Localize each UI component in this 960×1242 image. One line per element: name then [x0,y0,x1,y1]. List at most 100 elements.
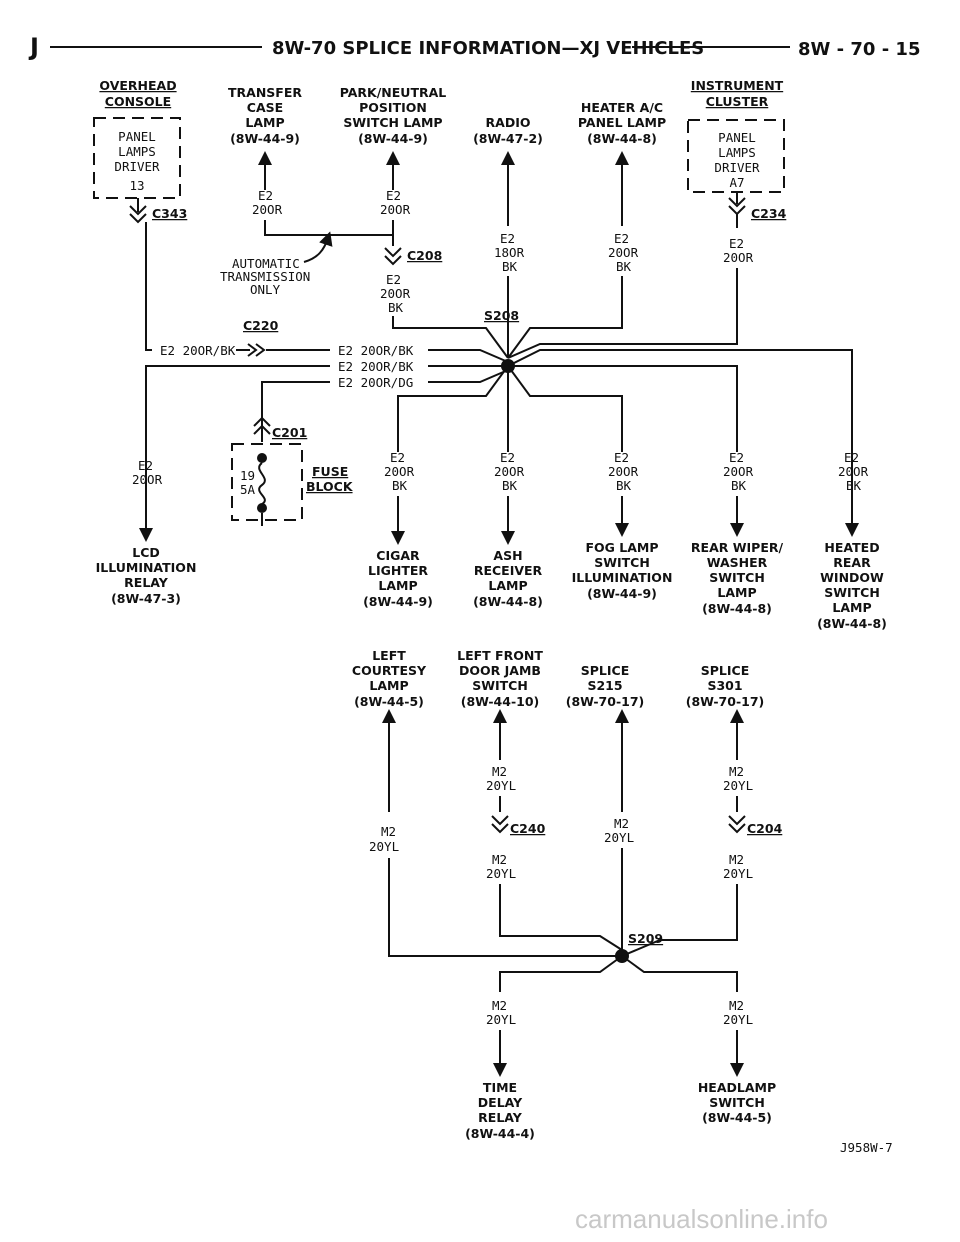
splice-s301-label-1: SPLICE [701,663,750,678]
lcd-wire-color: 20OR [132,472,163,487]
park-neutral-label-2: POSITION [359,100,427,115]
s209-to-time-delay-wire [499,955,623,992]
splice-s215-label-1: SPLICE [581,663,630,678]
bus-1-wire [428,349,509,363]
courtesy-wire-code: M2 [381,824,396,839]
figure-id: J958W-7 [840,1140,893,1155]
wiper-label-3: SWITCH [709,570,765,585]
overhead-box-text-2: LAMPS [118,144,156,159]
transfer-to-park-wire [264,220,393,236]
overhead-box-text-4: 13 [129,178,144,193]
connector-c204-label: C204 [747,821,783,836]
fog-label-3: ILLUMINATION [572,570,673,585]
courtesy-wire-color: 20YL [369,839,399,854]
park-neutral-label-3: SWITCH LAMP [343,115,442,130]
park-down-wire-code: E2 [386,272,401,287]
bus-3-label: E2 20OR/DG [338,375,413,390]
fuse-rating: 5A [240,482,256,497]
transfer-case-label-2: CASE [247,100,283,115]
ash-wire-color: 20OR [494,464,525,479]
connector-c220-symbol [236,343,266,357]
heated-label-1: HEATED [824,540,879,555]
fog-wire-code: E2 [614,450,629,465]
cluster-to-s208-wire [507,268,738,359]
transfer-wire-code: E2 [258,188,273,203]
splice-s301-label-3: (8W-70-17) [686,694,765,709]
heater-ac-label-1: HEATER A/C [581,100,663,115]
page-header: J 8W-70 SPLICE INFORMATION—XJ VEHICLES 8… [28,33,920,61]
overhead-box-text-1: PANEL [118,129,156,144]
header-title: 8W-70 SPLICE INFORMATION—XJ VEHICLES [272,38,704,59]
heater-wire-code: E2 [614,231,629,246]
transfer-case-label-3: LAMP [245,115,284,130]
headlamp-label-3: (8W-44-5) [702,1110,772,1125]
left-front-jamb-label-2: DOOR JAMB [459,663,541,678]
lcd-relay-label-3: RELAY [124,575,169,590]
lcd-wire-code: E2 [138,458,153,473]
bus-3-wire [428,369,509,383]
transfer-wire-color: 20OR [252,202,283,217]
wiper-label-4: LAMP [717,585,756,600]
connector-c234-symbol [728,192,746,216]
heater-wire-stripe: BK [616,259,632,274]
radio-label-2: (8W-47-2) [473,131,543,146]
time-delay-label-1: TIME [483,1080,517,1095]
s208-to-cigar-wire [397,365,509,452]
cigar-label-3: LAMP [378,578,417,593]
park-down-wire-color: 20OR [380,286,411,301]
splice-s208-label: S208 [484,308,519,323]
radio-wire-code: E2 [500,231,515,246]
fuse-bus-wire [261,381,330,442]
connector-c201-symbol [253,416,271,435]
wiper-label-5: (8W-44-8) [702,601,772,616]
heated-label-3: WINDOW [820,570,884,585]
s301-wire-up-code: M2 [729,764,744,779]
time-wire-color: 20YL [486,1012,516,1027]
cigar-label-4: (8W-44-9) [363,594,433,609]
cluster-box-text-4: A7 [729,175,744,190]
wiper-wire-stripe: BK [731,478,747,493]
auto-trans-leader [303,231,333,263]
fog-label-1: FOG LAMP [585,540,658,555]
s208-to-fog-wire [507,365,623,452]
fuse-element [258,462,266,505]
fuse-number: 19 [240,468,255,483]
park-wire-code: E2 [386,188,401,203]
cigar-wire-color: 20OR [384,464,415,479]
ash-label-2: RECEIVER [474,563,543,578]
jamb-to-s209-wire [499,884,623,951]
fuse-block-label-2: BLOCK [306,479,354,494]
connector-c208-label: C208 [407,248,442,263]
s215-wire-code: M2 [614,816,629,831]
overhead-box-text-3: DRIVER [114,159,160,174]
lcd-relay-label-1: LCD [132,545,160,560]
ash-label-4: (8W-44-8) [473,594,543,609]
fog-wire-stripe: BK [616,478,632,493]
fuse-terminal-top [257,453,267,463]
radio-label-1: RADIO [486,115,531,130]
ash-wire-code: E2 [500,450,515,465]
park-neutral-label-4: (8W-44-9) [358,131,428,146]
ash-label-3: LAMP [488,578,527,593]
connector-c240-symbol [491,815,509,834]
overhead-down-wire [145,222,152,351]
time-wire-code: M2 [492,998,507,1013]
left-front-jamb-label-3: SWITCH [472,678,528,693]
fog-label-2: SWITCH [594,555,650,570]
connector-c240-label: C240 [510,821,546,836]
jamb-wire-up-color: 20YL [486,778,516,793]
fuse-terminal-bottom [257,503,267,513]
connector-c343-label: C343 [152,206,187,221]
park-down-wire-stripe: BK [388,300,404,315]
cigar-label-1: CIGAR [376,548,420,563]
jamb-wire-dn-code: M2 [492,852,507,867]
bus-1-label: E2 20OR/BK [338,343,414,358]
heated-wire-code: E2 [844,450,859,465]
bus-2-label: E2 20OR/BK [338,359,414,374]
left-front-jamb-label-4: (8W-44-10) [461,694,540,709]
cluster-wire-code: E2 [729,236,744,251]
time-delay-label-2: DELAY [478,1095,523,1110]
cigar-wire-stripe: BK [392,478,408,493]
heater-wire-color: 20OR [608,245,639,260]
